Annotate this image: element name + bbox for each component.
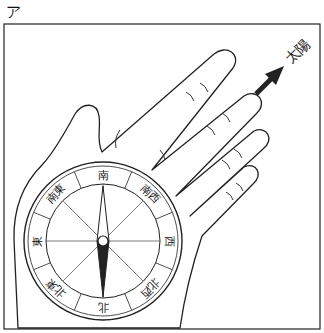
needle-hub xyxy=(98,236,108,246)
ring-divider xyxy=(156,212,173,219)
arrow-shaft xyxy=(256,78,272,94)
compass-direction: 東 xyxy=(32,236,43,247)
compass-rim xyxy=(24,162,182,320)
compass xyxy=(24,162,182,320)
crease xyxy=(222,113,230,122)
compass-rim-inner xyxy=(28,166,178,316)
figure-letter: ア xyxy=(6,5,21,20)
frame xyxy=(4,24,320,329)
crease xyxy=(186,92,194,101)
compass-direction: 南 xyxy=(98,170,109,181)
crease xyxy=(207,126,215,135)
crease xyxy=(222,160,230,169)
ring-divider xyxy=(74,172,81,189)
crease xyxy=(234,149,242,158)
crease xyxy=(200,83,208,92)
needle-south xyxy=(97,186,109,241)
compass-direction: 西 xyxy=(164,236,175,247)
ring-divider xyxy=(34,212,51,219)
crease xyxy=(116,130,121,148)
dial-cross xyxy=(46,184,160,298)
compass-direction: 北 xyxy=(98,302,109,313)
ring-divider xyxy=(125,294,132,311)
crease xyxy=(226,192,233,200)
hand xyxy=(14,50,269,328)
hand-outline xyxy=(14,50,269,328)
ring-divider xyxy=(34,263,51,270)
sun-arrow xyxy=(256,66,284,94)
ring-divider xyxy=(125,172,132,189)
needle-north xyxy=(97,241,109,297)
crease xyxy=(236,183,243,191)
arrow-head xyxy=(265,66,284,85)
ring-dividers xyxy=(34,172,173,311)
ring-divider xyxy=(74,294,81,311)
compass-dial xyxy=(46,184,160,298)
crease xyxy=(160,150,165,160)
ring-divider xyxy=(156,263,173,270)
